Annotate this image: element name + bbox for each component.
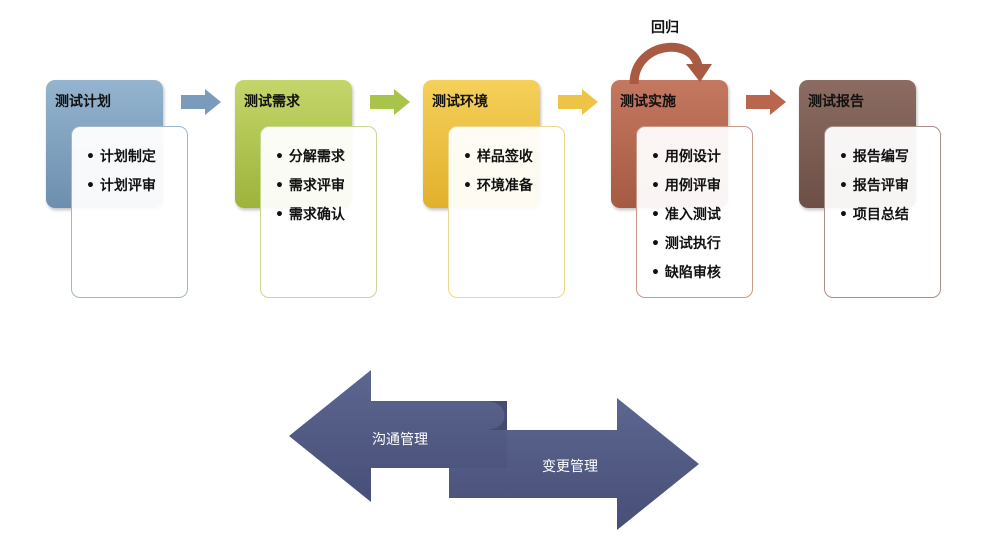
stage-item-list: 样品签收 环境准备: [449, 127, 564, 201]
change-management-label: 变更管理: [542, 459, 598, 475]
communication-management-label: 沟通管理: [372, 432, 428, 448]
list-item: 需求确认: [275, 201, 376, 230]
stage-card: 报告编写 报告评审 项目总结: [824, 126, 941, 298]
stage-title: 测试计划: [55, 94, 111, 110]
stage-card: 样品签收 环境准备: [448, 126, 565, 298]
list-item: 环境准备: [463, 172, 564, 201]
list-item: 分解需求: [275, 143, 376, 172]
flow-arrow-icon: [746, 89, 786, 115]
management-double-arrow: [289, 370, 699, 530]
flow-arrow-icon: [181, 89, 221, 115]
list-item: 需求评审: [275, 172, 376, 201]
list-item: 用例设计: [651, 143, 752, 172]
stage-title: 测试环境: [432, 94, 488, 110]
stage-title: 测试需求: [244, 94, 300, 110]
list-item: 报告编写: [839, 143, 940, 172]
communication-management-arrow: [289, 370, 507, 502]
list-item: 报告评审: [839, 172, 940, 201]
stage-card: 分解需求 需求评审 需求确认: [260, 126, 377, 298]
stage-item-list: 报告编写 报告评审 项目总结: [825, 127, 940, 230]
stage-item-list: 计划制定 计划评审: [72, 127, 187, 201]
stage-item-list: 分解需求 需求评审 需求确认: [261, 127, 376, 230]
stage-item-list: 用例设计 用例评审 准入测试 测试执行 缺陷审核: [637, 127, 752, 288]
list-item: 计划评审: [86, 172, 187, 201]
regression-label: 回归: [651, 20, 679, 36]
flow-arrow-icon: [558, 89, 598, 115]
list-item: 缺陷审核: [651, 259, 752, 288]
stage-title: 测试报告: [808, 94, 864, 110]
list-item: 计划制定: [86, 143, 187, 172]
change-management-arrow: [449, 398, 699, 530]
flow-arrow-icon: [370, 89, 410, 115]
list-item: 准入测试: [651, 201, 752, 230]
list-item: 用例评审: [651, 172, 752, 201]
stage-card: 计划制定 计划评审: [71, 126, 188, 298]
list-item: 项目总结: [839, 201, 940, 230]
stage-title: 测试实施: [620, 94, 676, 110]
stage-card: 用例设计 用例评审 准入测试 测试执行 缺陷审核: [636, 126, 753, 298]
list-item: 样品签收: [463, 143, 564, 172]
list-item: 测试执行: [651, 230, 752, 259]
regression-loop-arrow-icon: [629, 42, 712, 85]
